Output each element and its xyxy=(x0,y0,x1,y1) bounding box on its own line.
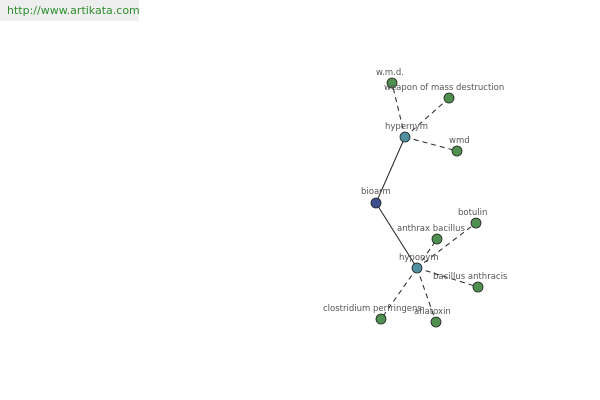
url-banner[interactable]: http://www.artikata.com xyxy=(0,0,140,21)
label-clostridium[interactable]: clostridium perfringens xyxy=(323,304,422,314)
edge-bioarm-hyponym xyxy=(375,202,418,269)
label-bioarm[interactable]: bioarm xyxy=(361,187,391,197)
label-bacillus-anthracis[interactable]: bacillus anthracis xyxy=(433,272,508,282)
label-wmd-dots[interactable]: w.m.d. xyxy=(376,68,404,78)
node-wmd[interactable] xyxy=(451,145,463,157)
node-hyponym[interactable] xyxy=(411,262,423,274)
edges-layer xyxy=(375,82,479,323)
edge-hyponym-bacillus_anthracis xyxy=(416,267,479,288)
label-wmd[interactable]: wmd xyxy=(449,136,470,146)
edge-hyponym-botulin xyxy=(416,222,477,269)
edge-hypernym-wmd_dots xyxy=(391,82,406,138)
node-bioarm[interactable] xyxy=(370,197,382,209)
label-weapon-mass[interactable]: weapon of mass destruction xyxy=(384,83,504,93)
label-anthrax-bacillus[interactable]: anthrax bacillus xyxy=(397,224,466,234)
node-hypernym[interactable] xyxy=(399,131,411,143)
edge-hyponym-anthrax_bacillus xyxy=(416,238,438,269)
edge-hypernym-weapon_mass xyxy=(404,97,450,138)
nodes-layer xyxy=(370,77,484,328)
node-wmd-dots[interactable] xyxy=(386,77,398,89)
labels-layer: bioarm hypernym hyponym w.m.d. weapon of mas… xyxy=(323,68,508,317)
label-botulin[interactable]: botulin xyxy=(458,208,487,218)
edge-hyponym-clostridium xyxy=(380,267,418,320)
label-hypernym[interactable]: hypernym xyxy=(385,122,428,132)
edge-hyponym-aflatoxin xyxy=(416,267,437,323)
node-aflatoxin[interactable] xyxy=(430,316,442,328)
node-clostridium[interactable] xyxy=(375,313,387,325)
node-anthrax-bacillus[interactable] xyxy=(431,233,443,245)
edge-bioarm-hypernym xyxy=(375,136,406,204)
node-weapon-mass[interactable] xyxy=(443,92,455,104)
node-botulin[interactable] xyxy=(470,217,482,229)
label-aflatoxin[interactable]: aflatoxin xyxy=(414,307,451,317)
label-hyponym[interactable]: hyponym xyxy=(399,253,439,263)
node-bacillus-anthracis[interactable] xyxy=(472,281,484,293)
